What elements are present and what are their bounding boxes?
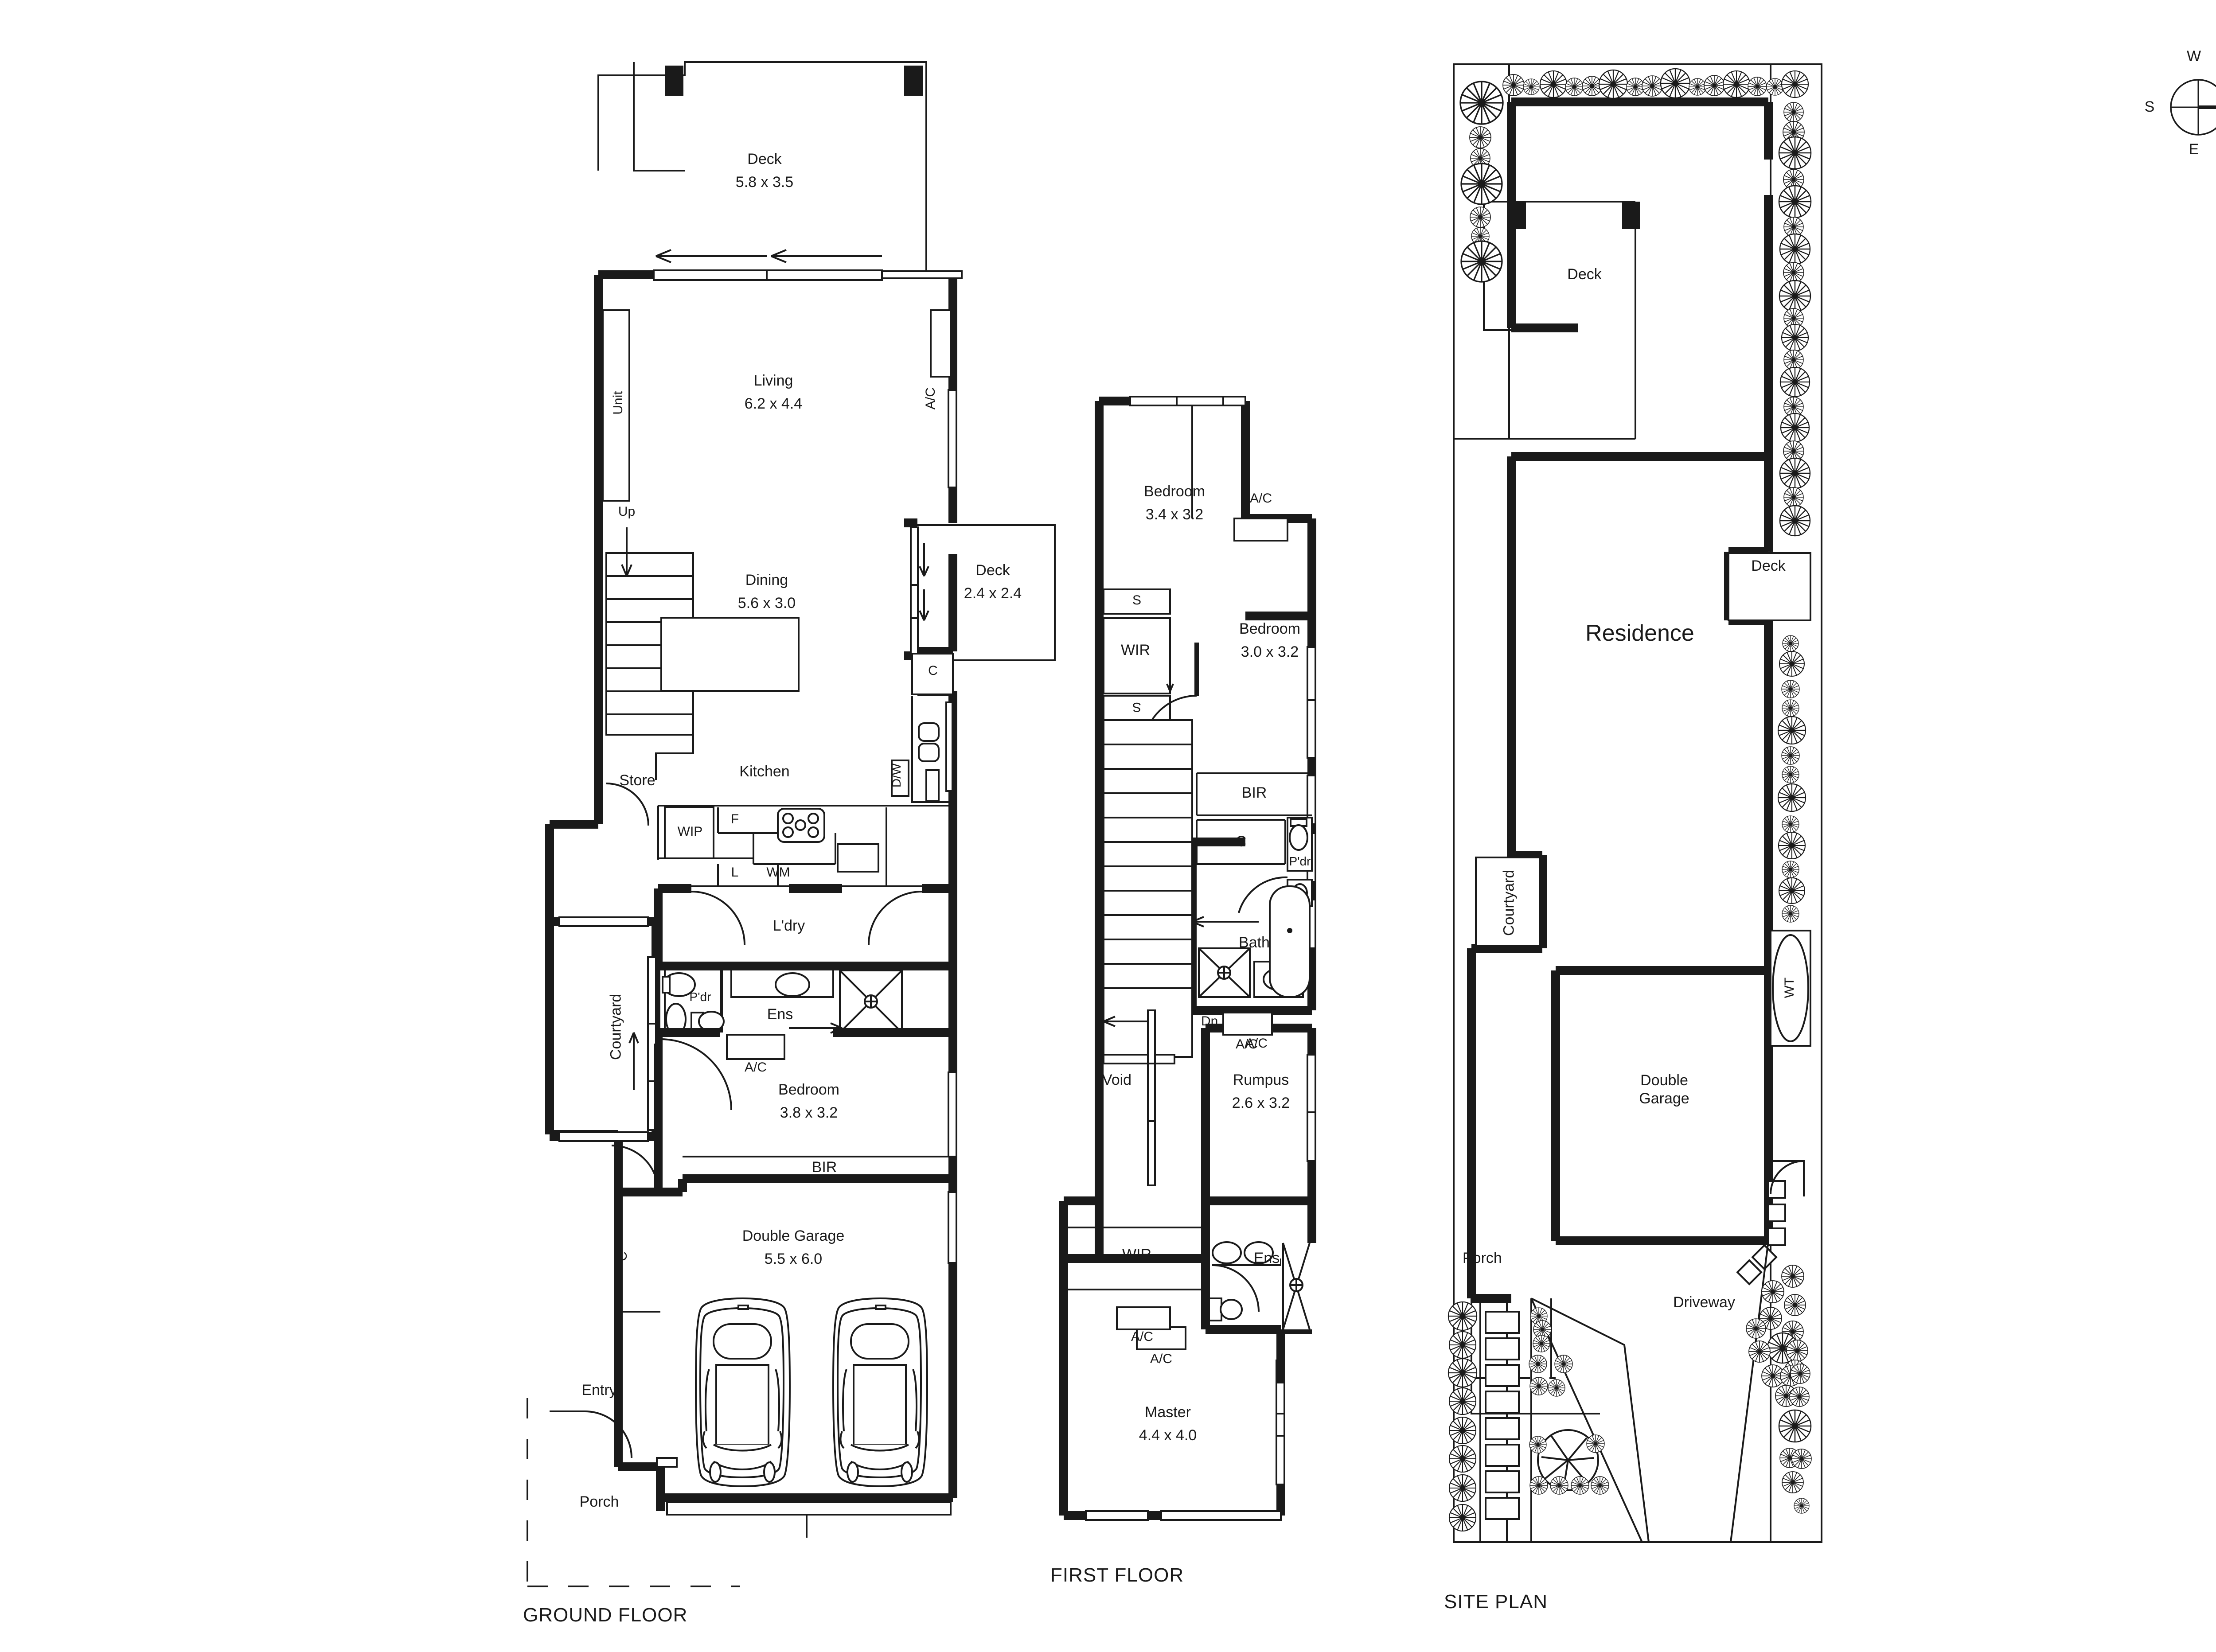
shelf-top-label: S [1132, 593, 1141, 608]
garage-label-ground: Double Garage [742, 1227, 845, 1244]
bir-label-first: BIR [1241, 784, 1267, 801]
garage-dims-ground: 5.5 x 6.0 [764, 1251, 823, 1267]
site-courtyard-label: Courtyard [1500, 869, 1518, 936]
store-label: Store [619, 772, 655, 789]
down-arrow-label: Dn [1201, 1014, 1218, 1029]
bedroom-ground-dims: 3.8 x 3.2 [780, 1104, 838, 1121]
rumpus-label: Rumpus [1233, 1071, 1289, 1088]
unit-label: Unit [610, 391, 625, 415]
deck-rear-label: Deck [747, 151, 782, 168]
site-deck-top-label: Deck [1567, 266, 1602, 283]
ensuite-label-first: Ens [1253, 1250, 1280, 1266]
first-floor-title: FIRST FLOOR [1050, 1564, 1184, 1586]
ac-ens-label: A/C [744, 1060, 767, 1075]
courtyard-label-ground: Courtyard [607, 994, 624, 1060]
void-label: Void [1102, 1071, 1132, 1088]
ac-living-label: A/C [923, 387, 938, 410]
ac-wir-label: A/C [1150, 1352, 1172, 1366]
site-garage-label: Double Garage [1639, 1072, 1689, 1107]
deck-rear-dims: 5.8 x 3.5 [735, 174, 794, 191]
bedroom2-dims: 3.0 x 3.2 [1241, 643, 1299, 660]
ground-floor-title: GROUND FLOOR [523, 1604, 688, 1626]
dining-label: Dining [745, 572, 788, 588]
laundry-label: L'dry [772, 917, 805, 934]
site-plan-group [1453, 63, 1822, 1543]
cupboard-c-label-first: C [1235, 833, 1247, 850]
deck-side-dims: 2.4 x 2.4 [964, 585, 1022, 602]
master-label: Master [1145, 1404, 1191, 1421]
site-driveway-label: Driveway [1673, 1294, 1735, 1311]
linen-label: L [731, 865, 739, 880]
bedroom1-label: Bedroom [1144, 483, 1205, 500]
dishwasher-label: D/W [890, 763, 904, 788]
site-residence-label: Residence [1585, 620, 1694, 646]
site-deck-right-label: Deck [1751, 557, 1786, 574]
porch-label-ground: Porch [579, 1493, 619, 1510]
garage-c-label: C [615, 1251, 630, 1261]
wir-upper-label: WIR [1120, 642, 1151, 658]
shelf-bottom-label: S [1132, 700, 1142, 715]
site-plan-title: SITE PLAN [1444, 1591, 1548, 1613]
ac-rumpus-label: A/C [1245, 1036, 1268, 1051]
deck-side-label: Deck [975, 562, 1010, 579]
rumpus-dims: 2.6 x 3.2 [1232, 1095, 1290, 1111]
bath-label: Bath [1239, 934, 1270, 951]
master-dims: 4.4 x 4.0 [1139, 1427, 1197, 1444]
dining-dims: 5.6 x 3.0 [737, 595, 796, 612]
ac-master-label: A/C [1131, 1329, 1153, 1344]
water-tank-label: WT [1782, 977, 1797, 998]
kitchen-label: Kitchen [739, 763, 790, 780]
ensuite-label-ground: Ens [767, 1006, 793, 1023]
cupboard-c-label: C [928, 663, 938, 678]
powder-label-first: P'dr [1289, 854, 1311, 868]
powder-label-ground: P'dr [689, 990, 711, 1004]
wir-lower-label: WIR [1122, 1246, 1152, 1263]
ac-bedroom1-label: A/C [1249, 491, 1272, 506]
ground-floor-group [527, 61, 1056, 1587]
compass-label-left: S [2144, 98, 2155, 115]
bedroom2-label: Bedroom [1239, 620, 1300, 637]
compass-rose [2170, 79, 2216, 136]
compass-label-top: W [2186, 48, 2201, 65]
bedroom-ground-label: Bedroom [778, 1081, 839, 1098]
washing-machine-label: WM [766, 865, 790, 880]
entry-label: Entry [581, 1382, 617, 1399]
living-label: Living [753, 372, 793, 389]
wip-label: WIP [677, 824, 703, 839]
fridge-label: F [730, 812, 739, 826]
living-dims: 6.2 x 4.4 [744, 395, 803, 412]
bedroom1-dims: 3.4 x 3.2 [1145, 506, 1204, 523]
compass-label-bottom: E [2189, 141, 2199, 158]
up-arrow-label: Up [618, 504, 636, 519]
first-floor-group [1059, 396, 1343, 1521]
site-porch-label: Porch [1463, 1250, 1502, 1266]
ac-bath-label: A/C [1235, 1037, 1258, 1052]
bir-label-ground: BIR [811, 1159, 837, 1176]
